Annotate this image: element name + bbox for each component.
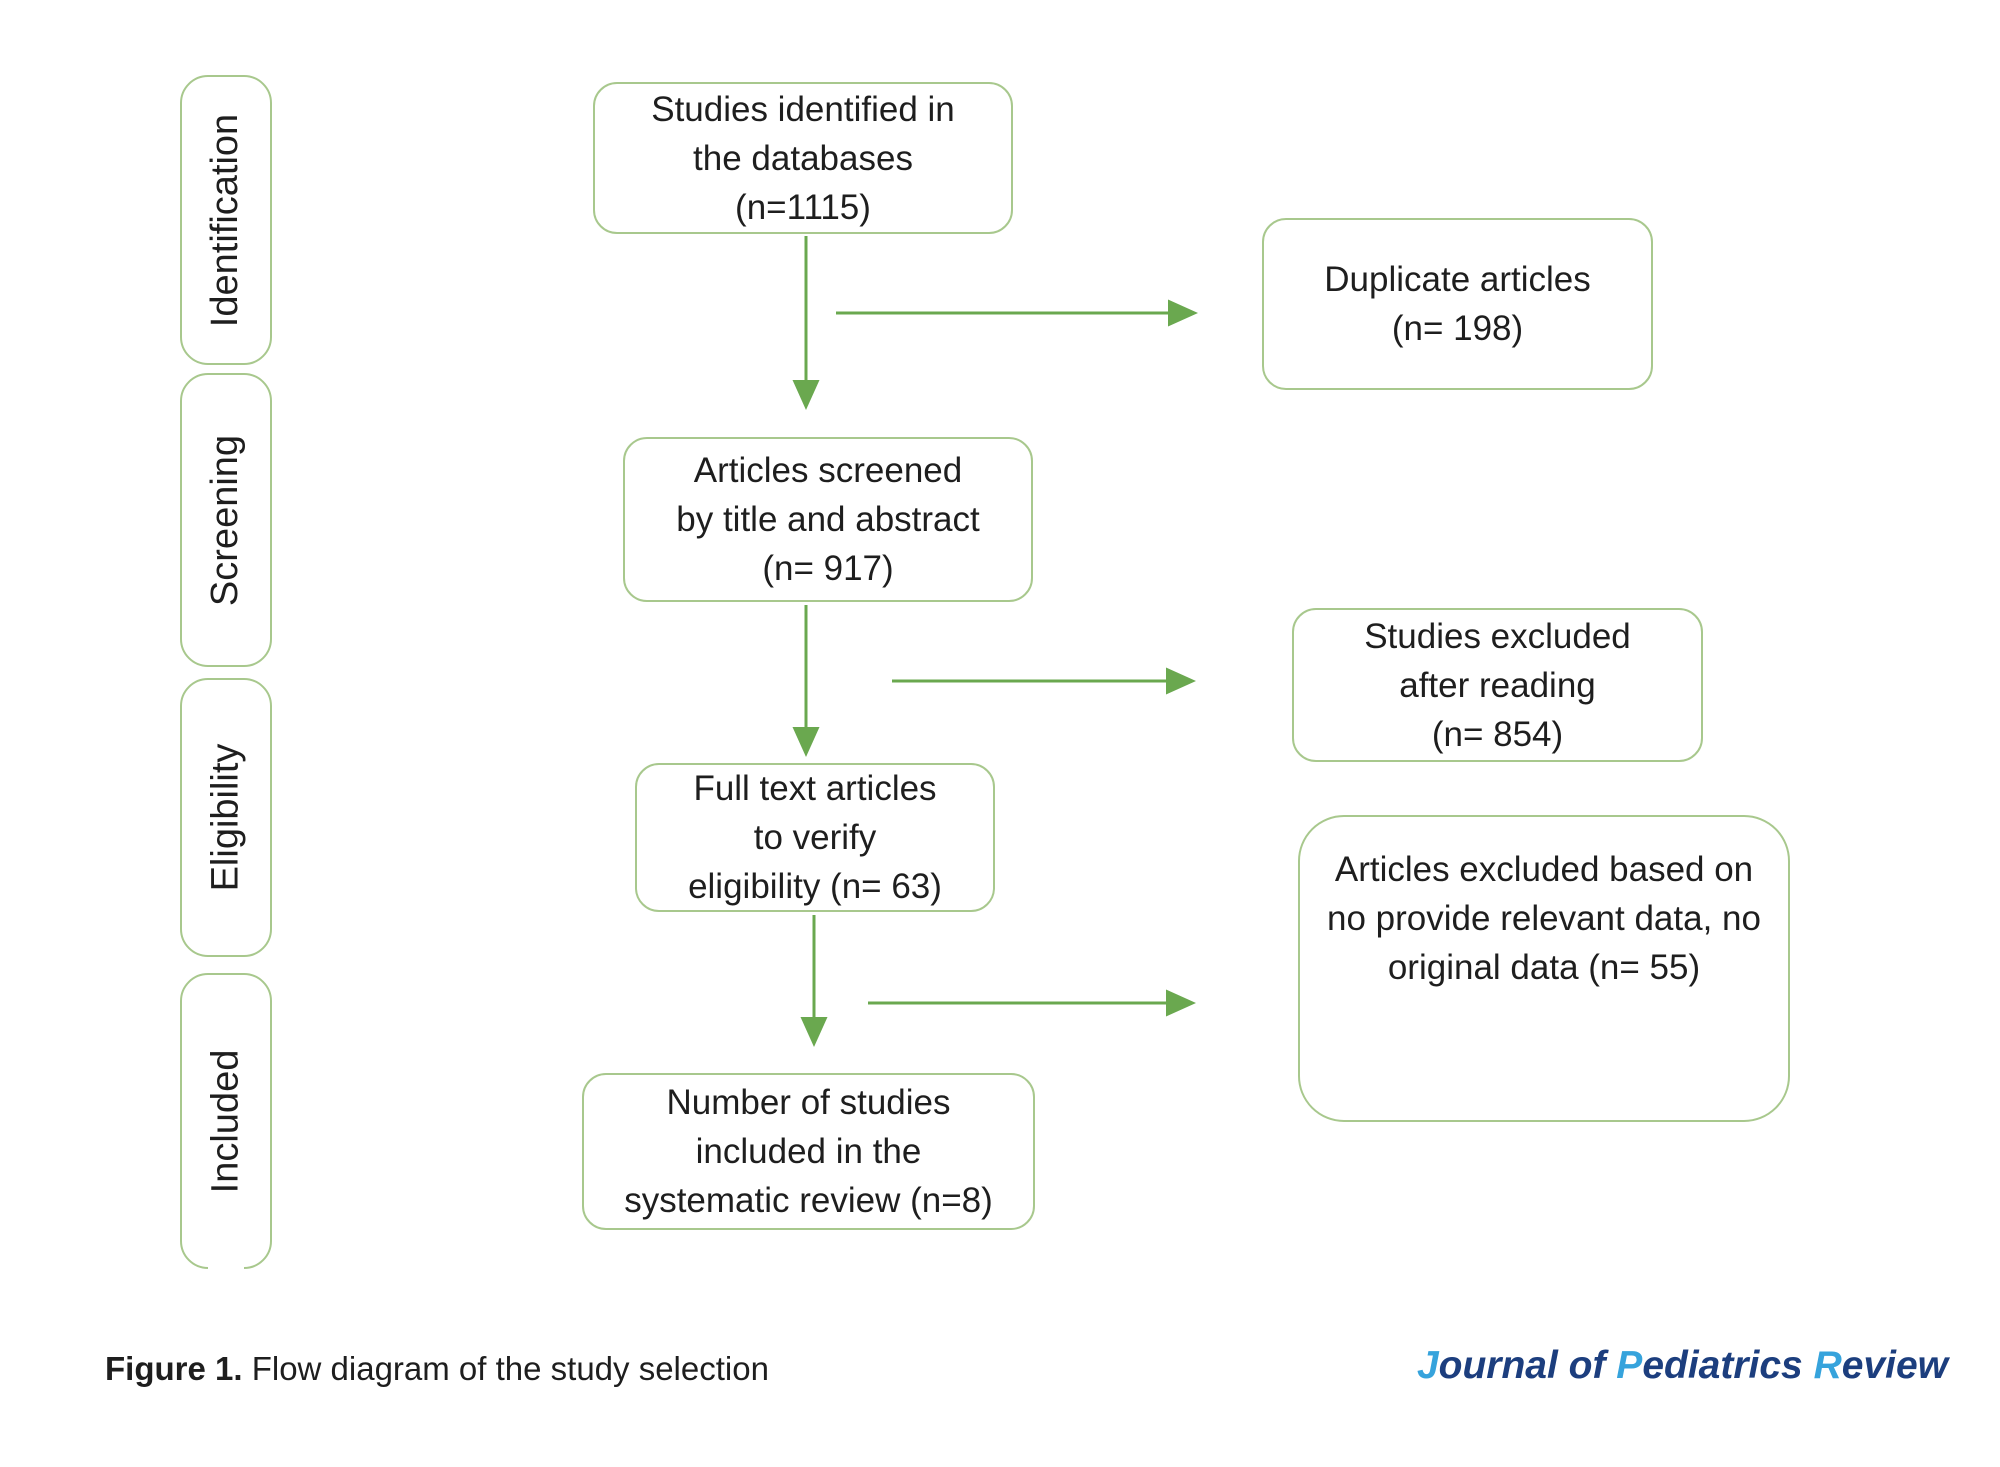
stage-label-identification: Identification <box>204 113 247 327</box>
flow-box-fulltext-eligibility-line2: to verify <box>753 818 877 857</box>
stage-box-screening: Screening <box>180 373 272 667</box>
flow-box-fulltext-eligibility-line1: Full text articles <box>693 769 937 808</box>
figure-caption-text: Flow diagram of the study selection <box>242 1350 769 1387</box>
flow-box-included-studies-line3: systematic review (n=8) <box>624 1181 993 1220</box>
journal-seg-5: R <box>1813 1344 1842 1387</box>
figure-caption: Figure 1. Flow diagram of the study sele… <box>105 1350 769 1388</box>
flow-box-excluded-after-reading-line2: after reading <box>1399 665 1596 705</box>
flow-box-studies-identified-line3: (n=1115) <box>735 187 871 227</box>
stage-box-included: Included <box>180 973 272 1270</box>
flow-box-duplicate-articles: Duplicate articles (n= 198) <box>1262 218 1653 390</box>
flow-box-studies-identified: Studies identified in the databases (n=1… <box>593 82 1013 234</box>
journal-wordmark: Journal of Pediatrics Review <box>1417 1344 1948 1388</box>
journal-seg-2: ournal of <box>1438 1344 1617 1387</box>
flow-box-articles-screened-line3: (n= 917) <box>762 549 894 588</box>
flow-box-excluded-after-reading-line3: (n= 854) <box>1431 714 1564 754</box>
flow-box-fulltext-eligibility: Full text articles to verify eligibility… <box>635 763 995 912</box>
flow-box-articles-screened: Articles screened by title and abstract … <box>623 437 1033 602</box>
flow-box-articles-screened-line1: Articles screened <box>693 451 963 490</box>
journal-seg-1: J <box>1416 1344 1439 1387</box>
flow-box-included-studies-line2: included in the <box>695 1132 922 1171</box>
flow-box-duplicate-articles-line1: Duplicate articles <box>1324 260 1591 299</box>
flow-box-included-studies-line1: Number of studies <box>666 1083 951 1122</box>
journal-seg-3: P <box>1616 1344 1643 1387</box>
flow-box-excluded-no-data-line3: original data (n= 55) <box>1387 948 1701 987</box>
flow-box-duplicate-articles-line2: (n= 198) <box>1391 309 1524 348</box>
flow-box-excluded-no-data-line2: no provide relevant data, no <box>1327 899 1761 938</box>
flow-box-excluded-no-data-line1: Articles excluded based on <box>1334 850 1754 889</box>
flow-box-studies-identified-line1: Studies identified in <box>651 89 955 129</box>
flow-box-excluded-after-reading-line1: Studies excluded <box>1364 616 1631 656</box>
stage-label-screening: Screening <box>204 434 247 606</box>
flow-box-fulltext-eligibility-line3: eligibility (n= 63) <box>688 867 942 906</box>
stage-label-included: Included <box>204 1049 247 1193</box>
stage-box-eligibility: Eligibility <box>180 678 272 957</box>
stage-label-eligibility: Eligibility <box>204 743 247 892</box>
flow-box-excluded-after-reading: Studies excluded after reading (n= 854) <box>1292 608 1703 762</box>
flow-box-included-studies: Number of studies included in the system… <box>582 1073 1035 1230</box>
journal-seg-6: eview <box>1841 1344 1948 1387</box>
flow-box-excluded-no-data: Articles excluded based on no provide re… <box>1298 815 1790 1122</box>
stage-box-identification: Identification <box>180 75 272 365</box>
flow-box-studies-identified-line2: the databases <box>693 138 913 178</box>
journal-seg-4: ediatrics <box>1642 1344 1814 1387</box>
flow-box-articles-screened-line2: by title and abstract <box>676 500 980 539</box>
figure-caption-label: Figure 1. <box>105 1350 243 1387</box>
